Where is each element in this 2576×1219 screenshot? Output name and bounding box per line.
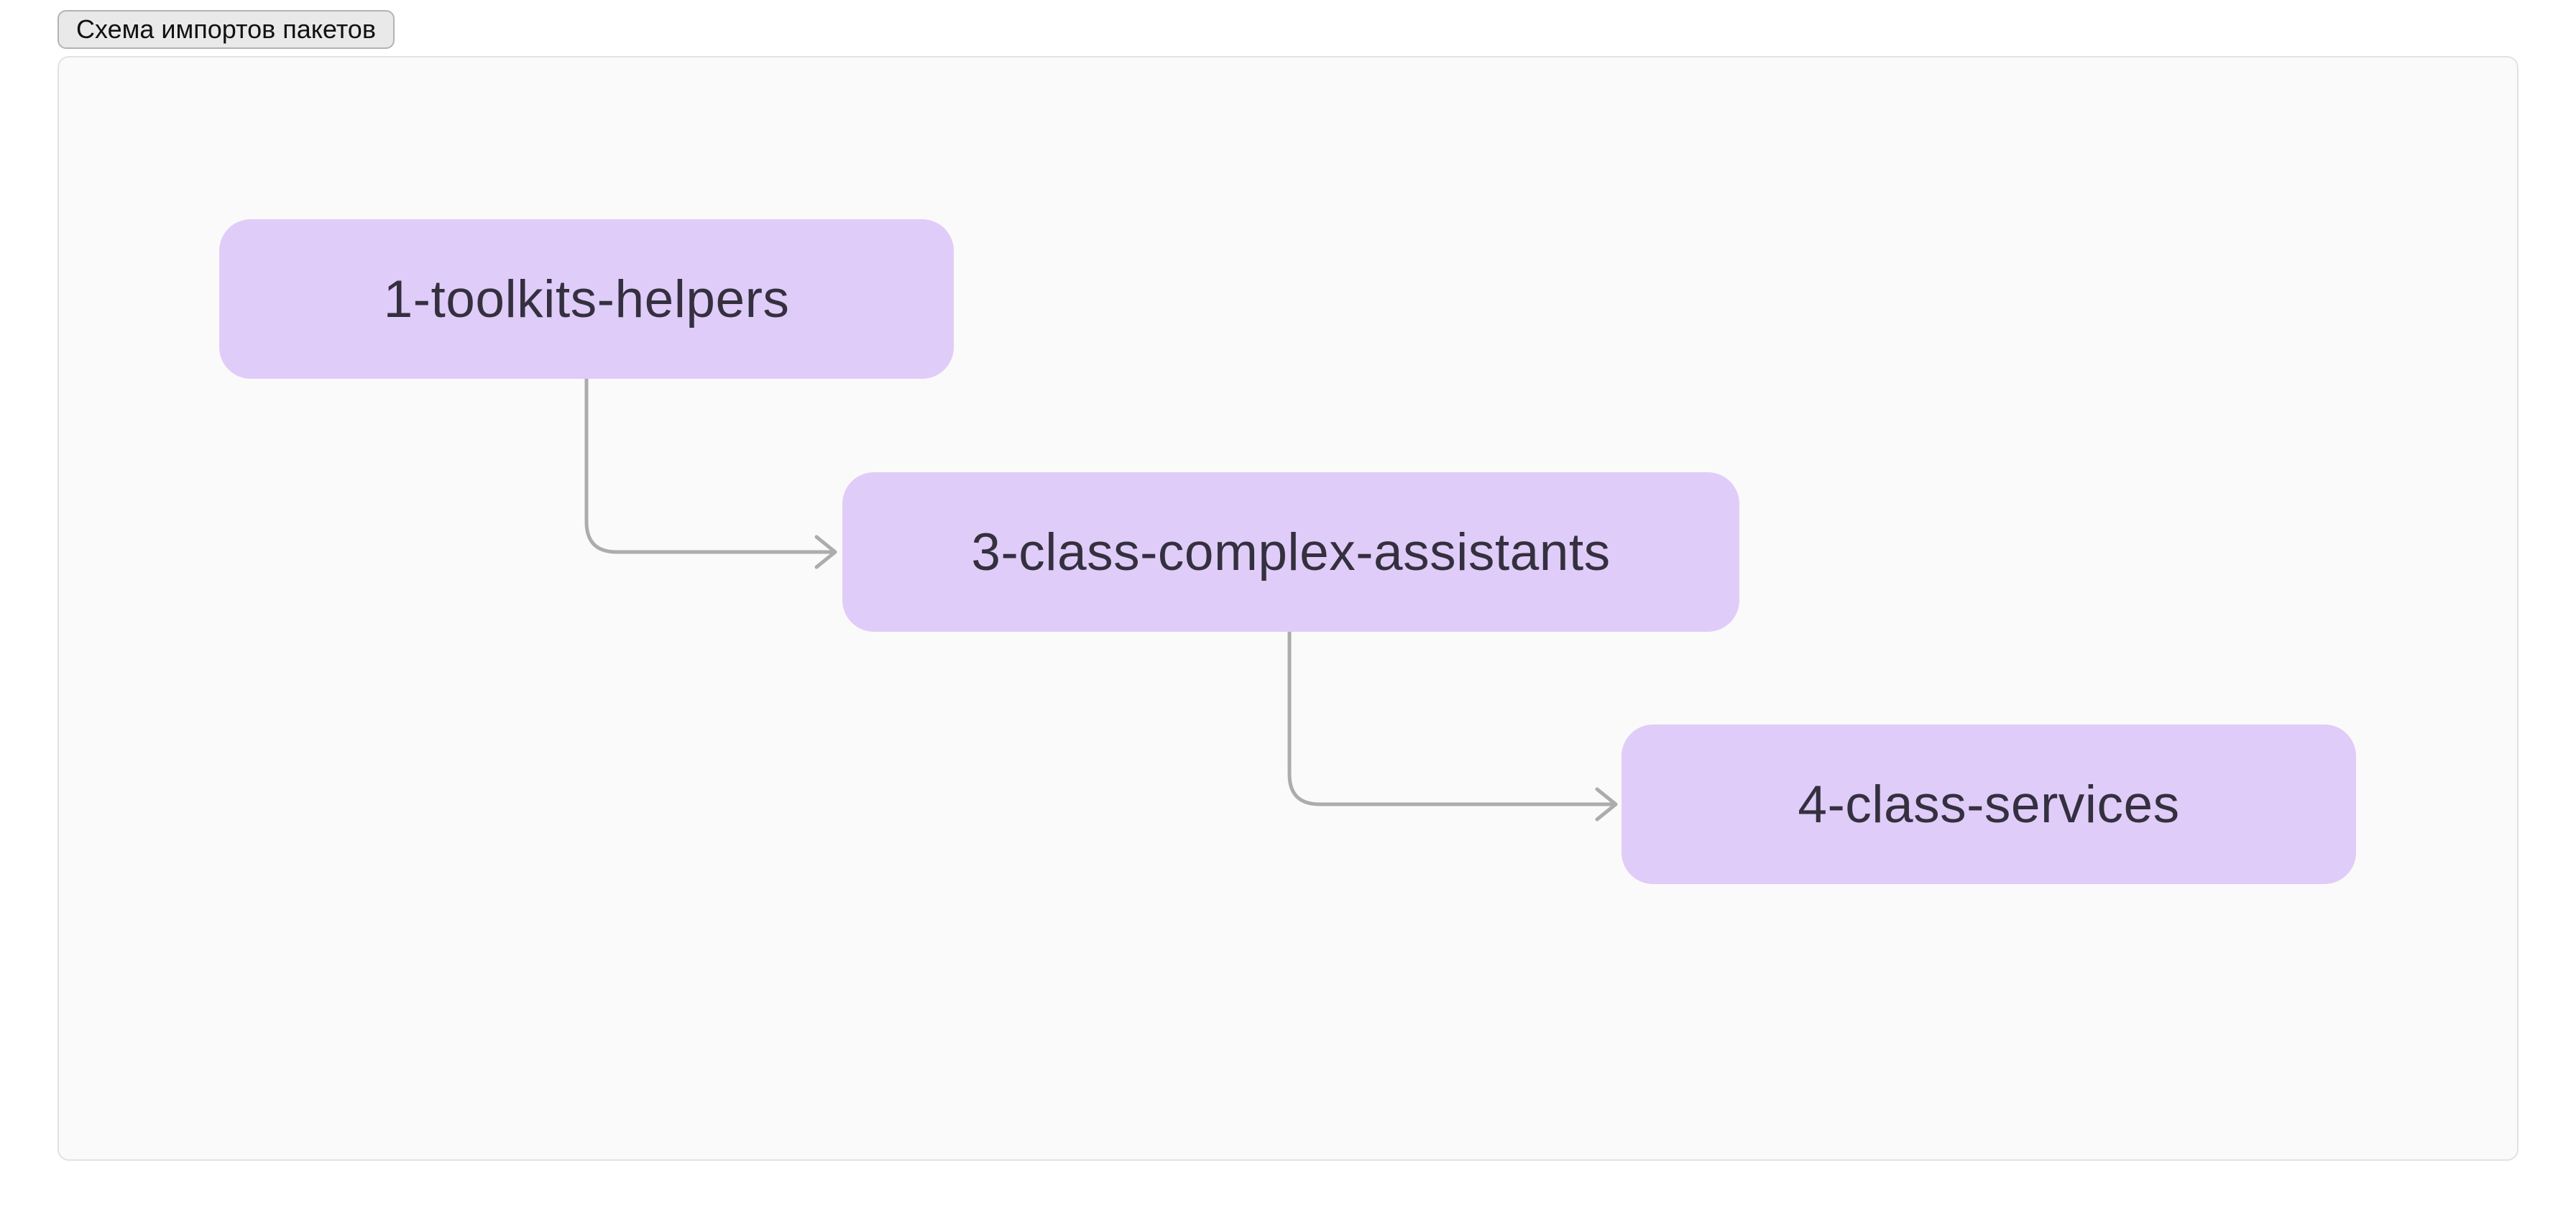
node-3-class-complex-assistants[interactable]: 3-class-complex-assistants (842, 472, 1739, 632)
diagram-title-button[interactable]: Схема импортов пакетов (58, 10, 395, 49)
node-label: 3-class-complex-assistants (971, 523, 1611, 581)
node-label: 1-toolkits-helpers (383, 270, 790, 328)
node-1-toolkits-helpers[interactable]: 1-toolkits-helpers (219, 219, 954, 379)
node-label: 4-class-services (1798, 775, 2180, 834)
node-4-class-services[interactable]: 4-class-services (1622, 724, 2356, 884)
